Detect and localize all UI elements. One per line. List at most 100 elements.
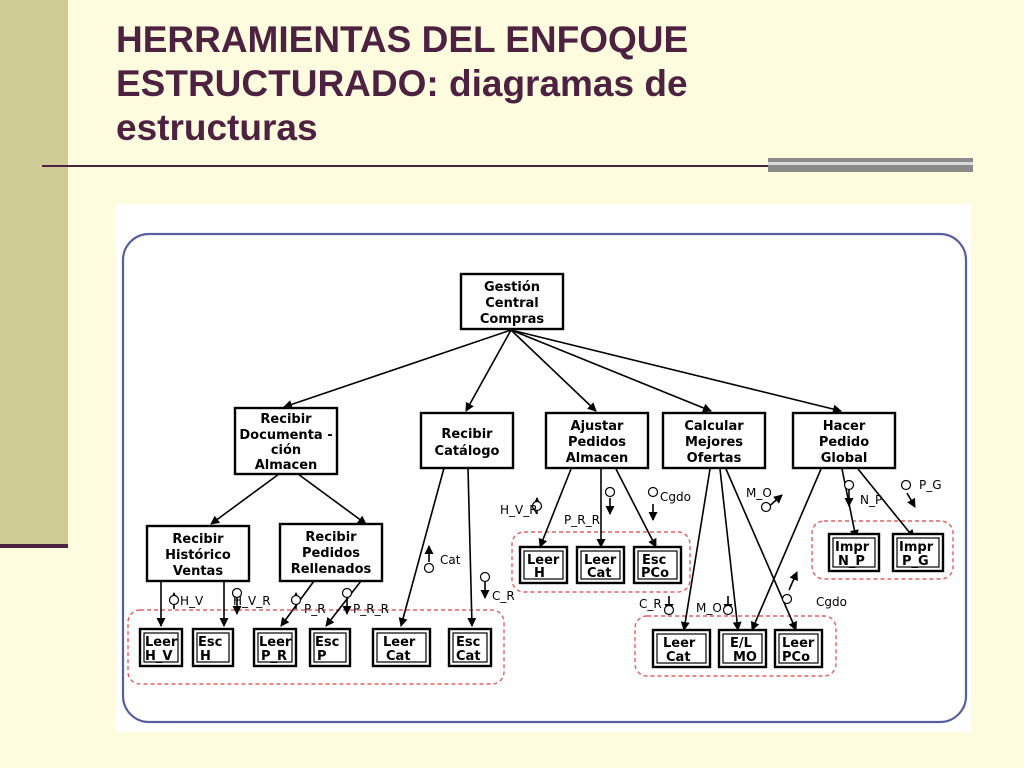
svg-text:Central: Central <box>485 296 538 311</box>
svg-text:Pedidos: Pedidos <box>302 546 360 561</box>
leaf-leer-h: Leer H <box>518 545 569 585</box>
svg-text:Recibir: Recibir <box>441 427 493 442</box>
group-hacer <box>811 520 954 580</box>
svg-text:Leer: Leer <box>663 636 696 651</box>
flow-cr-b: C_R <box>639 597 662 611</box>
svg-text:Ofertas: Ofertas <box>687 451 742 466</box>
module-recibir-historico-ventas: Recibir Histórico Ventas <box>145 524 251 583</box>
svg-text:MO: MO <box>733 650 757 665</box>
flow-pr: P_R <box>304 602 326 616</box>
svg-text:Leer: Leer <box>527 553 560 568</box>
svg-text:ción: ción <box>271 443 301 458</box>
leaf-esc-pco: Esc PCo <box>632 545 683 585</box>
svg-text:Hacer: Hacer <box>823 419 866 434</box>
svg-text:Recibir: Recibir <box>305 530 357 545</box>
svg-text:P_R: P_R <box>261 649 287 664</box>
leaf-esc-p: Esc P <box>308 627 352 668</box>
data-couples <box>168 479 916 616</box>
leaf-impr-np: Impr N_P <box>827 532 881 573</box>
svg-text:P: P <box>317 649 327 664</box>
slide-title: HERRAMIENTAS DEL ENFOQUE ESTRUCTURADO: d… <box>116 18 876 150</box>
svg-text:Impr: Impr <box>835 540 870 555</box>
flow-prr-a: P_R_R <box>353 602 389 616</box>
structure-diagram: H_V H_V_R P_R P_R_R Cat C_R H_V_R P_R_R … <box>116 204 971 732</box>
svg-text:H_V: H_V <box>145 649 172 664</box>
flow-mo-b: M_O <box>696 601 722 615</box>
svg-text:Ventas: Ventas <box>173 564 223 579</box>
module-gestion-central-compras: Gestión Central Compras <box>459 272 565 331</box>
flow-mo-a: M_O <box>746 486 772 500</box>
svg-text:Cat: Cat <box>456 649 481 664</box>
structure-diagram-svg: H_V H_V_R P_R P_R_R Cat C_R H_V_R P_R_R … <box>121 232 968 724</box>
title-underline <box>42 165 770 167</box>
svg-text:Leer: Leer <box>145 635 178 650</box>
diagram-frame <box>121 232 968 724</box>
svg-text:Histórico: Histórico <box>165 548 231 563</box>
svg-text:Impr: Impr <box>899 540 934 555</box>
flow-hvr-a: H_V_R <box>233 594 271 608</box>
module-hacer-pedido-global: Hacer Pedido Global <box>791 411 897 470</box>
svg-text:Rellenados: Rellenados <box>291 562 372 577</box>
leaf-leer-cat-recibir: Leer Cat <box>371 627 432 668</box>
svg-text:Catálogo: Catálogo <box>435 444 500 459</box>
leaf-esc-cat: Esc Cat <box>447 627 493 668</box>
module-calcular-mejores-ofertas: Calcular Mejores Ofertas <box>661 411 767 470</box>
svg-text:Gestión: Gestión <box>484 280 540 295</box>
svg-text:PCo: PCo <box>641 566 669 581</box>
left-accent-line <box>0 544 68 548</box>
flow-pg: P_G <box>919 478 942 492</box>
title-line-2: ESTRUCTURADO: diagramas de <box>116 63 688 104</box>
svg-text:Recibir: Recibir <box>172 532 224 547</box>
svg-text:Almacen: Almacen <box>255 458 318 473</box>
flow-hv: H_V <box>180 594 204 608</box>
leaf-impr-pg: Impr P_G <box>891 532 945 573</box>
svg-text:Esc: Esc <box>642 553 666 568</box>
flow-hvr-b: H_V_R <box>500 503 538 517</box>
group-calcular <box>634 615 837 677</box>
svg-text:Leer: Leer <box>782 636 815 651</box>
svg-text:N_P: N_P <box>838 554 865 569</box>
module-recibir-documentacion: Recibir Documenta - ción Almacen <box>233 406 339 476</box>
svg-text:Leer: Leer <box>584 553 617 568</box>
group-recibir-doc <box>127 609 505 685</box>
leaf-leer-cat-ajustar: Leer Cat <box>575 545 626 585</box>
svg-text:Mejores: Mejores <box>685 435 743 450</box>
flow-labels: H_V H_V_R P_R P_R_R Cat C_R H_V_R P_R_R … <box>180 478 942 616</box>
svg-text:Almacen: Almacen <box>566 451 629 466</box>
leaf-leer-cat-calcular: Leer Cat <box>651 628 712 669</box>
module-ajustar-pedidos: Ajustar Pedidos Almacen <box>544 411 650 470</box>
svg-text:Calcular: Calcular <box>684 419 744 434</box>
leaf-leer-pr: Leer P_R <box>252 627 298 668</box>
svg-text:Cat: Cat <box>386 649 411 664</box>
title-accent-block <box>768 158 973 172</box>
svg-text:PCo: PCo <box>782 650 810 665</box>
svg-text:Compras: Compras <box>480 312 545 327</box>
svg-text:Cat: Cat <box>666 650 691 665</box>
flow-cgdo-b: Cgdo <box>816 595 847 609</box>
left-accent-bar <box>0 0 68 548</box>
svg-text:Leer: Leer <box>259 635 292 650</box>
flow-cgdo-a: Cgdo <box>660 490 691 504</box>
svg-text:Leer: Leer <box>383 635 416 650</box>
svg-text:Esc: Esc <box>198 635 222 650</box>
flow-cat: Cat <box>440 553 461 567</box>
leaf-esc-h: Esc H <box>191 627 235 668</box>
svg-text:Global: Global <box>821 451 868 466</box>
svg-text:Ajustar: Ajustar <box>571 419 624 434</box>
svg-text:H: H <box>534 566 545 581</box>
leaf-leer-pco: Leer PCo <box>773 628 824 669</box>
title-line-1: HERRAMIENTAS DEL ENFOQUE <box>116 19 689 60</box>
svg-text:E/L: E/L <box>730 636 752 651</box>
svg-text:Pedido: Pedido <box>819 435 869 450</box>
tree-connections <box>156 329 915 631</box>
module-recibir-pedidos-rellenados: Recibir Pedidos Rellenados <box>278 522 384 583</box>
flow-cr-a: C_R <box>492 589 515 603</box>
svg-text:Esc: Esc <box>315 635 339 650</box>
flow-np: N_P <box>860 493 882 507</box>
svg-text:P_G: P_G <box>902 554 929 569</box>
leaf-leer-hv: Leer H_V <box>138 627 184 668</box>
svg-text:Documenta -: Documenta - <box>239 428 332 443</box>
title-line-3: estructuras <box>116 107 318 148</box>
leaf-el-mo: E/L MO <box>717 628 768 669</box>
svg-text:Recibir: Recibir <box>260 412 312 427</box>
